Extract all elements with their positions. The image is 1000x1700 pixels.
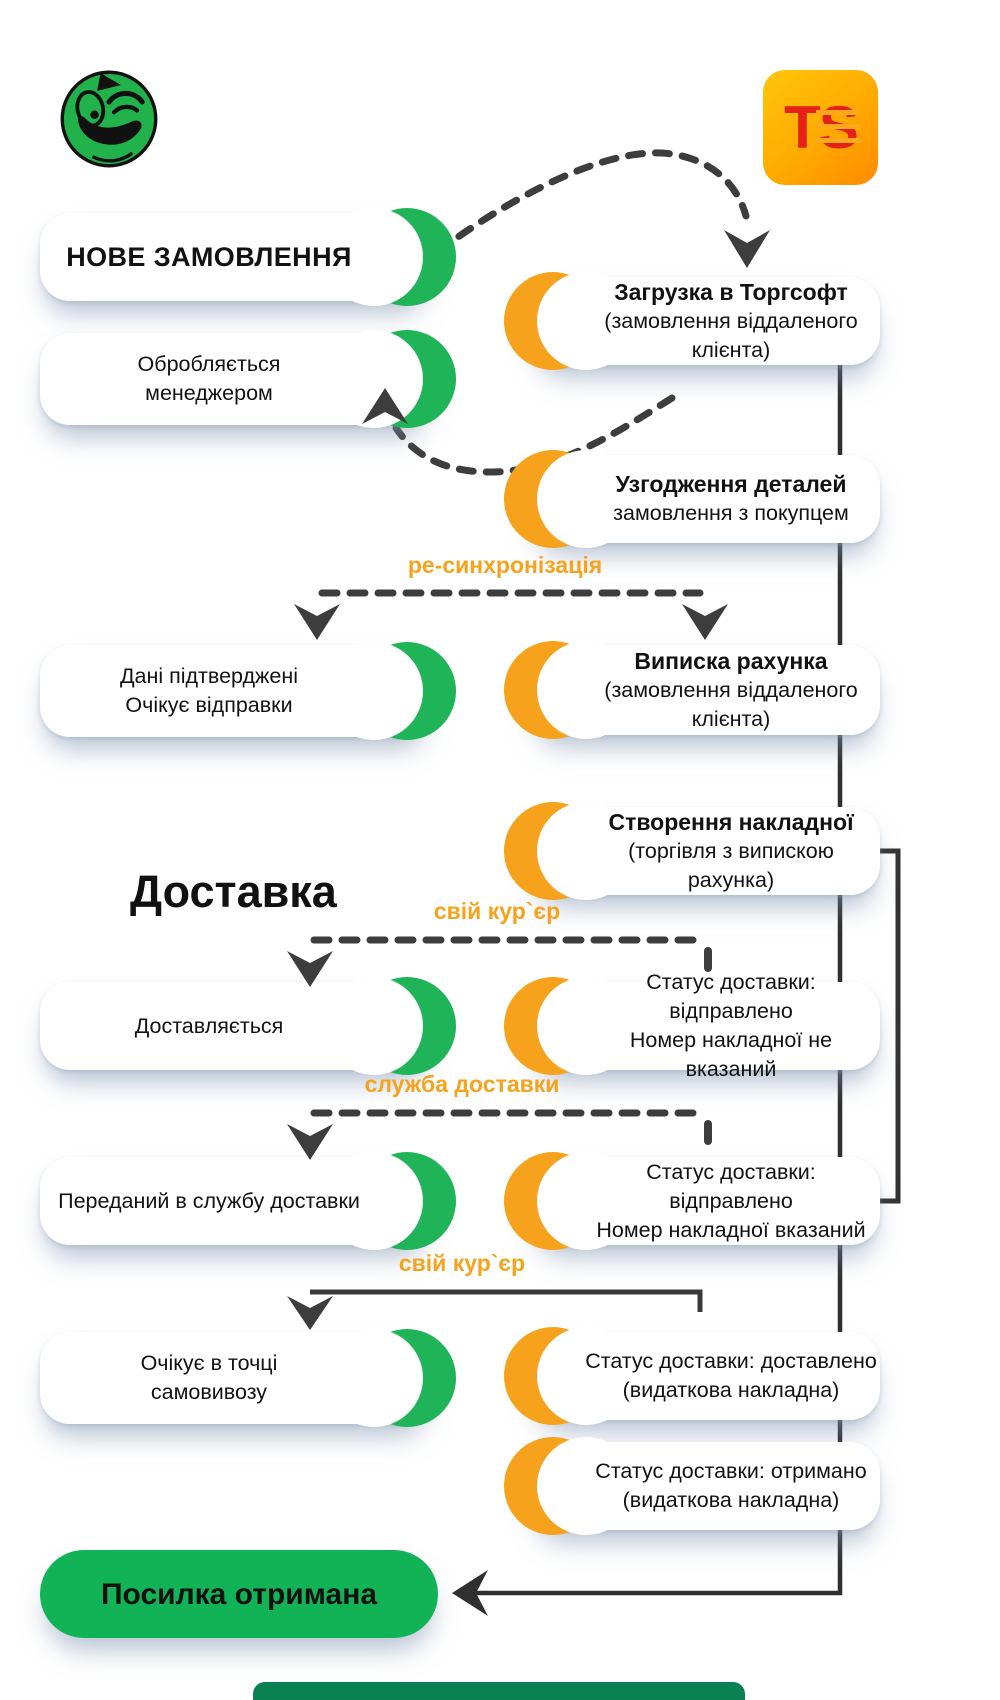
pill-label: НОВЕ ЗАМОВЛЕННЯ <box>66 241 352 272</box>
ts-letter-t: T <box>784 94 821 161</box>
parcel-received-pill: Посилка отримана <box>40 1550 438 1638</box>
pill-title: Створення накладної <box>608 808 854 835</box>
delivery-service-label: служба доставки <box>364 1071 560 1097</box>
pill-subtitle: замовлення з покупцем <box>613 501 849 525</box>
orange-crescent-icon <box>504 272 635 370</box>
pill-line-1: Дані підтверджені <box>119 664 299 688</box>
invoice-pill: Виписка рахунка (замовлення віддаленого … <box>504 641 880 739</box>
delivering-pill: Доставляється <box>40 977 456 1075</box>
orange-crescent-icon <box>504 977 635 1075</box>
pill-label: Переданий в службу доставки <box>58 1188 360 1213</box>
bottom-cropped-bar <box>253 1682 745 1700</box>
agree-details-pill: Узгодження деталей замовлення з покупцем <box>504 450 880 548</box>
green-crescent-icon <box>325 977 456 1075</box>
own-courier-bottom-line <box>310 1289 703 1312</box>
pill-title: Узгодження деталей <box>615 471 847 497</box>
delivery-section-heading: Доставка <box>130 866 337 917</box>
load-to-torgsoft-pill: Загрузка в Торгсофт (замовлення віддален… <box>504 272 880 370</box>
ts-letter-s: S <box>815 94 860 161</box>
pill-line-1: Очікує в точці <box>140 1351 278 1375</box>
pill-subtitle: (замовлення віддаленого клієнта) <box>604 677 858 731</box>
pill-line-1: Статус доставки: доставлено <box>585 1349 877 1373</box>
pill-line-2: Номер накладної не вказаний <box>629 1028 833 1081</box>
pill-line-1: Статус доставки: отримано <box>595 1459 867 1483</box>
status-received-pill: Статус доставки: отримано (видаткова нак… <box>504 1437 880 1535</box>
pill-label: Доставляється <box>134 1013 284 1038</box>
pill-title: Виписка рахунка <box>634 647 828 674</box>
pill-line-1: Обробляється <box>137 352 281 376</box>
pill-line-2: Номер накладної вказаний <box>596 1217 866 1242</box>
pill-line-2: менеджером <box>145 381 273 405</box>
orange-crescent-icon <box>504 641 635 739</box>
resync-label: ре-синхронізація <box>407 552 603 578</box>
curve-agreement-to-manager <box>392 394 676 476</box>
green-crescent-icon <box>325 330 456 428</box>
processing-by-manager-pill: Обробляється менеджером <box>40 330 456 428</box>
pill-subtitle: (замовлення віддаленого клієнта) <box>604 308 858 362</box>
own-courier-label-bottom: свій кур`єр <box>398 1250 526 1276</box>
curve-new-order-to-load <box>433 149 750 256</box>
winking-smiley-icon <box>60 70 158 168</box>
awaiting-pickup-pill: Очікує в точці самовивозу <box>40 1329 456 1427</box>
create-waybill-pill: Створення накладної (торгівля з випискою… <box>504 802 880 900</box>
pill-title: Загрузка в Торгсофт <box>614 278 848 305</box>
status-sent-no-number-pill: Статус доставки: відправлено Номер накла… <box>504 970 880 1081</box>
pill-line-2: (видаткова накладна) <box>622 1378 840 1402</box>
status-delivered-pill: Статус доставки: доставлено (видаткова н… <box>504 1327 880 1425</box>
orange-crescent-icon <box>504 450 635 548</box>
orange-crescent-icon <box>504 1437 635 1535</box>
own-courier-label-top: свій кур`єр <box>433 898 561 924</box>
orange-crescent-icon <box>504 1152 635 1250</box>
new-order-pill: НОВЕ ЗАМОВЛЕННЯ <box>40 208 456 306</box>
green-crescent-icon <box>325 642 456 740</box>
pill-line-1: Статус доставки: відправлено <box>646 970 816 1023</box>
pill-line-1: Статус доставки: відправлено <box>646 1159 816 1213</box>
right-bracket <box>880 848 901 1204</box>
green-crescent-icon <box>325 1152 456 1250</box>
handed-to-delivery-service-pill: Переданий в службу доставки <box>40 1152 456 1250</box>
main-vertical-line <box>466 365 843 1596</box>
pill-line-2: Очікує відправки <box>125 693 293 717</box>
status-sent-with-number-pill: Статус доставки: відправлено Номер накла… <box>504 1152 880 1250</box>
data-confirmed-pill: Дані підтверджені Очікує відправки <box>40 642 456 740</box>
orange-crescent-icon <box>504 802 635 900</box>
pill-subtitle: (торгівля з випискою рахунка) <box>628 838 834 892</box>
pill-line-2: (видаткова накладна) <box>622 1488 840 1512</box>
pill-label: Посилка отримана <box>100 1577 378 1611</box>
orange-crescent-icon <box>504 1327 635 1425</box>
green-crescent-icon <box>325 1329 456 1427</box>
smiley-logo <box>58 68 160 175</box>
green-crescent-icon <box>325 208 456 306</box>
pill-line-2: самовивозу <box>150 1380 268 1404</box>
